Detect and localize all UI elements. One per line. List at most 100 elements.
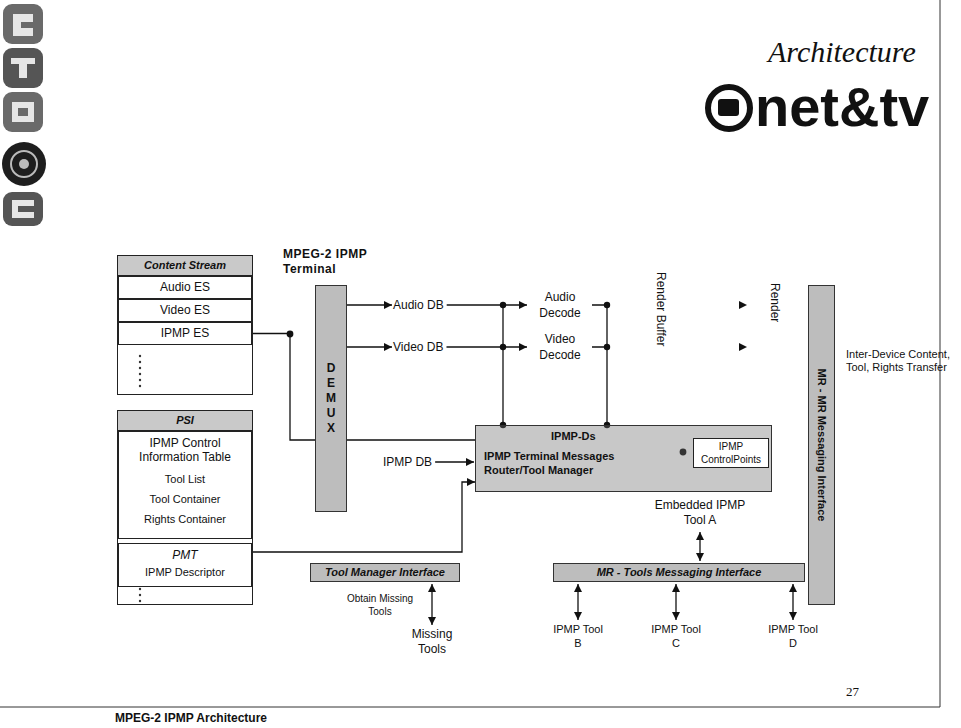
node-title: IPMP-Ds <box>476 426 611 443</box>
arrowhead <box>739 343 747 351</box>
page-number: 27 <box>846 684 859 700</box>
node-title: Video DB <box>393 338 443 356</box>
arrowhead <box>739 301 747 309</box>
ellipsis-dot <box>139 594 141 596</box>
node-title: Embedded IPMP Tool A <box>648 498 752 528</box>
wires <box>503 305 607 425</box>
node-title: DEMUX <box>325 361 337 436</box>
frame-line <box>0 707 940 708</box>
node-text: IPMP Terminal Messages Router/Tool Manag… <box>476 443 664 477</box>
emblem <box>2 142 46 186</box>
render-arrows <box>739 301 747 351</box>
buffer-label: Video DB <box>393 338 443 356</box>
node-title: Audio DB <box>393 296 444 314</box>
node-title: Audio ES <box>119 277 251 298</box>
psi-box: PSIIPMP Control Information TableTool Li… <box>117 410 253 605</box>
ornament-tile <box>13 14 33 36</box>
ornament-tile <box>3 4 43 44</box>
logo-square <box>718 99 739 116</box>
ellipsis-dot <box>139 600 141 602</box>
node-title: Video ES <box>119 300 251 321</box>
connector <box>431 584 432 625</box>
tool-label: IPMP Tool C <box>649 622 703 654</box>
controlpoints-box: IPMP ControlPoints <box>693 438 769 468</box>
edge-label: Obtain Missing Tools <box>336 591 424 619</box>
ellipsis-dot <box>139 355 141 357</box>
interface-bar: MR - MR Messaging Interface <box>808 285 835 605</box>
node-title: Tool Manager Interface <box>311 564 459 581</box>
ornament-tile <box>3 48 43 88</box>
node-title: IPMP DB <box>383 453 432 471</box>
router-box: IPMP-DsIPMP Terminal Messages Router/Too… <box>475 425 772 492</box>
node-title: IPMP Tool B <box>551 622 605 650</box>
junction-dot <box>604 302 610 308</box>
node-title: Content Stream <box>118 256 252 276</box>
node-title: Video Decode <box>528 330 592 363</box>
node-title: PMT <box>119 544 251 562</box>
buffer-label: IPMP DB <box>383 453 432 471</box>
demux-box: DEMUX <box>315 285 347 512</box>
ornament-tile <box>12 102 34 122</box>
wire <box>502 305 503 425</box>
junction-dot <box>604 344 610 350</box>
connector <box>577 584 578 620</box>
stream-box: Content StreamAudio ESVideo ESIPMP ES <box>117 255 253 395</box>
stream-row: IPMP ES <box>118 322 252 345</box>
wire <box>592 305 607 425</box>
ellipsis-dot <box>139 379 141 381</box>
emblem <box>19 159 29 169</box>
connector <box>792 584 793 620</box>
interface-bar: MR - Tools Messaging Interface <box>553 563 805 582</box>
buffer-label: Audio DB <box>393 296 444 314</box>
node-text: Rights Container <box>119 512 251 526</box>
node-title: IPMP Control Information Table <box>119 432 251 466</box>
table-box: IPMP Control Information TableTool ListT… <box>118 431 252 539</box>
tool-label: Embedded IPMP Tool A <box>648 498 752 530</box>
logo-mark <box>708 87 750 129</box>
connector <box>347 304 392 305</box>
terminal-heading: MPEG-2 IPMP Terminal <box>283 247 388 277</box>
node-title: IPMP ControlPoints <box>694 439 768 466</box>
figure-caption: MPEG-2 IPMP Architecture <box>115 710 267 726</box>
logo-ring <box>708 87 750 129</box>
node-title: IPMP ES <box>119 323 251 344</box>
tool-label: Missing Tools <box>398 627 466 659</box>
node-title: IPMP Tool C <box>649 622 703 650</box>
decoder-label: Audio Decode <box>528 288 592 322</box>
stream-row: Audio ES <box>118 276 252 299</box>
interface-bar: Tool Manager Interface <box>310 563 460 582</box>
ornament-tile <box>11 58 35 78</box>
tool-label: IPMP Tool B <box>551 622 605 654</box>
vertical-label: Render <box>768 283 782 322</box>
ellipsis-dot <box>139 361 141 363</box>
connector <box>446 346 527 347</box>
connector <box>447 304 527 305</box>
ellipsis-dot <box>139 367 141 369</box>
tool-label: IPMP Tool D <box>766 622 820 654</box>
connector <box>253 482 475 552</box>
node-title: IPMP Tool D <box>766 622 820 650</box>
connector <box>699 532 700 561</box>
ornament-tile <box>3 192 43 226</box>
vertical-label: Render Buffer <box>654 272 668 347</box>
node-text: IPMP Descriptor <box>119 565 251 579</box>
connector <box>347 346 392 347</box>
ellipsis-dot <box>139 588 141 590</box>
node-text: Tool List <box>119 472 251 486</box>
stream-row: Video ES <box>118 299 252 322</box>
logo-text: net&tv <box>755 76 929 138</box>
side-note: Inter-Device Content, Tool, Rights Trans… <box>846 348 951 374</box>
ellipsis-dot <box>139 385 141 387</box>
connector <box>675 584 676 620</box>
decoder-label: Video Decode <box>528 330 592 364</box>
ornament-tile <box>12 200 34 218</box>
emblem <box>11 151 37 177</box>
ornament-tile <box>3 92 43 132</box>
node-text: Tool Container <box>119 492 251 506</box>
node-title: PSI <box>118 411 252 431</box>
slide-frame <box>0 0 940 707</box>
node-title: MR - Tools Messaging Interface <box>554 564 804 581</box>
pmt-box: PMT IPMP Descriptor <box>118 543 252 587</box>
connector <box>252 334 475 441</box>
